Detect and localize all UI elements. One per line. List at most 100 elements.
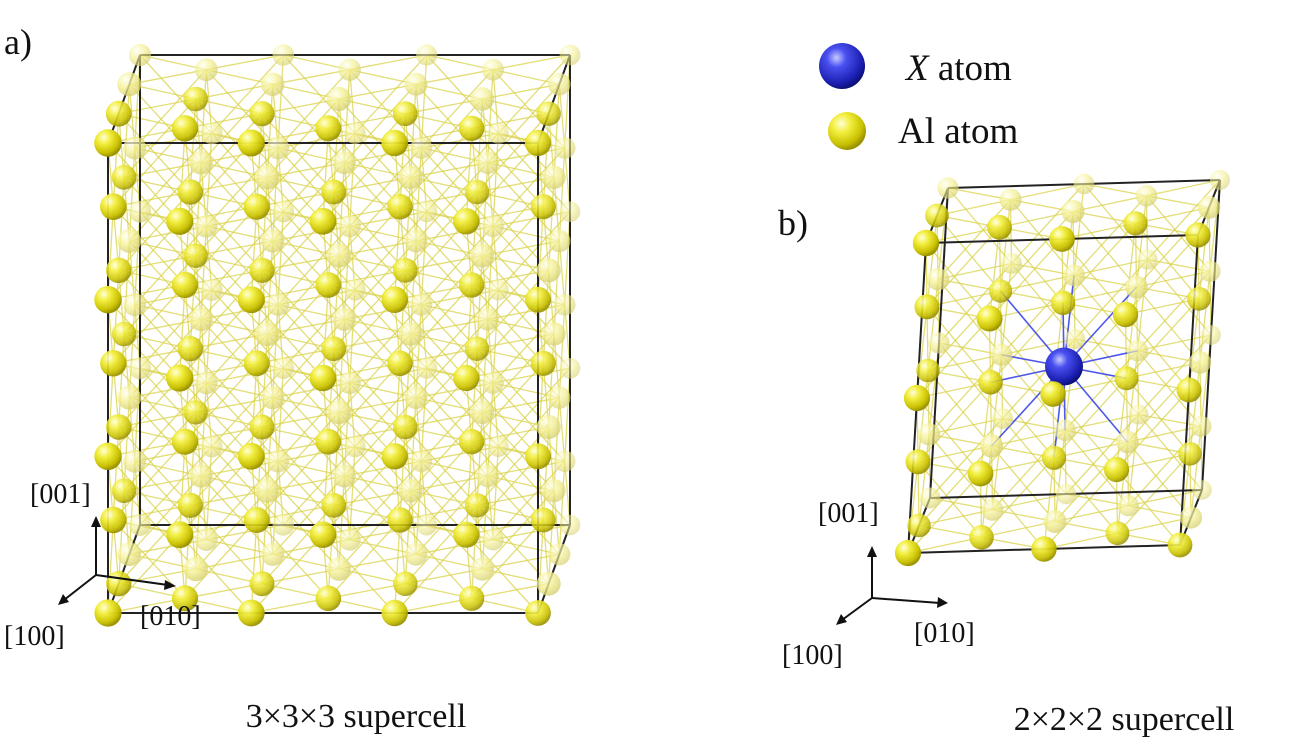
al-atom <box>894 539 922 567</box>
al-atom <box>1112 301 1139 328</box>
al-bond <box>1147 179 1221 260</box>
al-bond <box>179 220 252 301</box>
al-atom <box>94 286 122 314</box>
al-bond <box>1126 298 1200 379</box>
al-atom <box>482 372 504 394</box>
al-bond <box>465 377 539 457</box>
al-atom <box>332 151 356 175</box>
al-atom <box>1178 442 1202 466</box>
al-bond <box>118 98 196 115</box>
al-bond <box>322 220 396 301</box>
al-atom <box>111 164 137 190</box>
al-atom <box>1041 445 1067 470</box>
al-atom <box>94 129 122 157</box>
axis-label-010: [010] <box>914 618 975 649</box>
al-atom <box>398 322 423 346</box>
al-atom <box>554 450 576 472</box>
al-bond <box>184 348 191 442</box>
al-bond <box>928 417 1003 435</box>
al-atom <box>999 188 1022 211</box>
al-bond <box>936 199 1011 217</box>
al-bond <box>928 354 1002 435</box>
al-bond <box>112 441 186 521</box>
al-atom <box>487 279 509 301</box>
al-bond <box>394 142 467 222</box>
axis-triad-b: [001] [100] [010] <box>782 498 975 671</box>
al-bond-network <box>907 179 1221 554</box>
al-bond <box>112 206 186 286</box>
al-atom <box>195 371 218 395</box>
cell-edge <box>537 54 571 144</box>
al-bond <box>179 377 252 457</box>
al-bond <box>989 238 1063 319</box>
al-bond <box>118 426 191 506</box>
al-bond <box>1062 211 1074 303</box>
al-atom <box>459 115 485 141</box>
al-atom <box>332 307 356 331</box>
al-atom <box>100 506 127 534</box>
al-atom <box>315 272 342 298</box>
al-bond <box>184 191 191 286</box>
al-bond <box>471 348 478 442</box>
al-bond <box>990 381 1055 459</box>
al-bond <box>917 381 991 463</box>
al-bond <box>465 299 539 379</box>
al-atom <box>100 350 127 377</box>
al-bond <box>394 220 467 301</box>
al-bond <box>1083 183 1148 260</box>
al-bond <box>250 519 258 614</box>
al-atom <box>1054 419 1076 442</box>
al-bond <box>195 83 273 100</box>
al-bond <box>118 177 125 271</box>
al-bond <box>399 113 406 207</box>
al-bond <box>333 191 406 271</box>
al-bond <box>918 445 992 526</box>
al-bond <box>261 504 335 585</box>
al-bond <box>1054 441 1128 522</box>
al-atom <box>559 358 581 379</box>
atom-layer <box>94 43 581 627</box>
al-atom <box>249 257 275 283</box>
al-atom <box>105 414 132 440</box>
al-atom <box>916 358 940 383</box>
al-bond <box>1053 441 1128 459</box>
al-bond <box>558 147 566 242</box>
al-bond <box>261 348 335 428</box>
al-bond <box>107 220 181 301</box>
al-atom <box>464 336 490 361</box>
al-atom <box>404 72 428 96</box>
al-bond <box>465 455 539 536</box>
panel-b-2x2x2: b) [001] [100] [010] 2×2×2 supercell <box>778 170 1234 738</box>
al-atom <box>1137 249 1158 270</box>
al-bond <box>184 127 258 208</box>
al-bond <box>333 426 406 506</box>
al-bond <box>328 113 406 129</box>
al-bond <box>1064 413 1139 431</box>
al-atom <box>195 528 218 551</box>
al-bond <box>404 177 412 271</box>
axis-label-001: [001] <box>30 479 91 510</box>
al-bond <box>1124 223 1137 315</box>
al-atom <box>237 442 265 470</box>
al-bond <box>261 269 335 350</box>
al-bond <box>1138 414 1203 491</box>
al-bond <box>927 370 992 447</box>
al-bond <box>981 520 1056 538</box>
al-bond <box>333 269 406 350</box>
al-bond <box>250 455 324 536</box>
al-atom <box>255 165 280 190</box>
al-bond <box>471 362 544 443</box>
al-atom <box>1126 340 1149 362</box>
al-bond <box>1062 302 1127 379</box>
al-atom <box>183 556 208 582</box>
al-atom <box>381 599 408 627</box>
al-bond <box>322 299 396 379</box>
al-bond <box>328 583 406 599</box>
al-bond <box>277 69 351 149</box>
al-bond <box>1128 489 1203 507</box>
al-atom <box>912 229 940 257</box>
al-atom <box>266 450 290 473</box>
x-atom <box>1045 347 1083 386</box>
al-bond <box>179 284 186 379</box>
al-bond <box>112 127 186 208</box>
